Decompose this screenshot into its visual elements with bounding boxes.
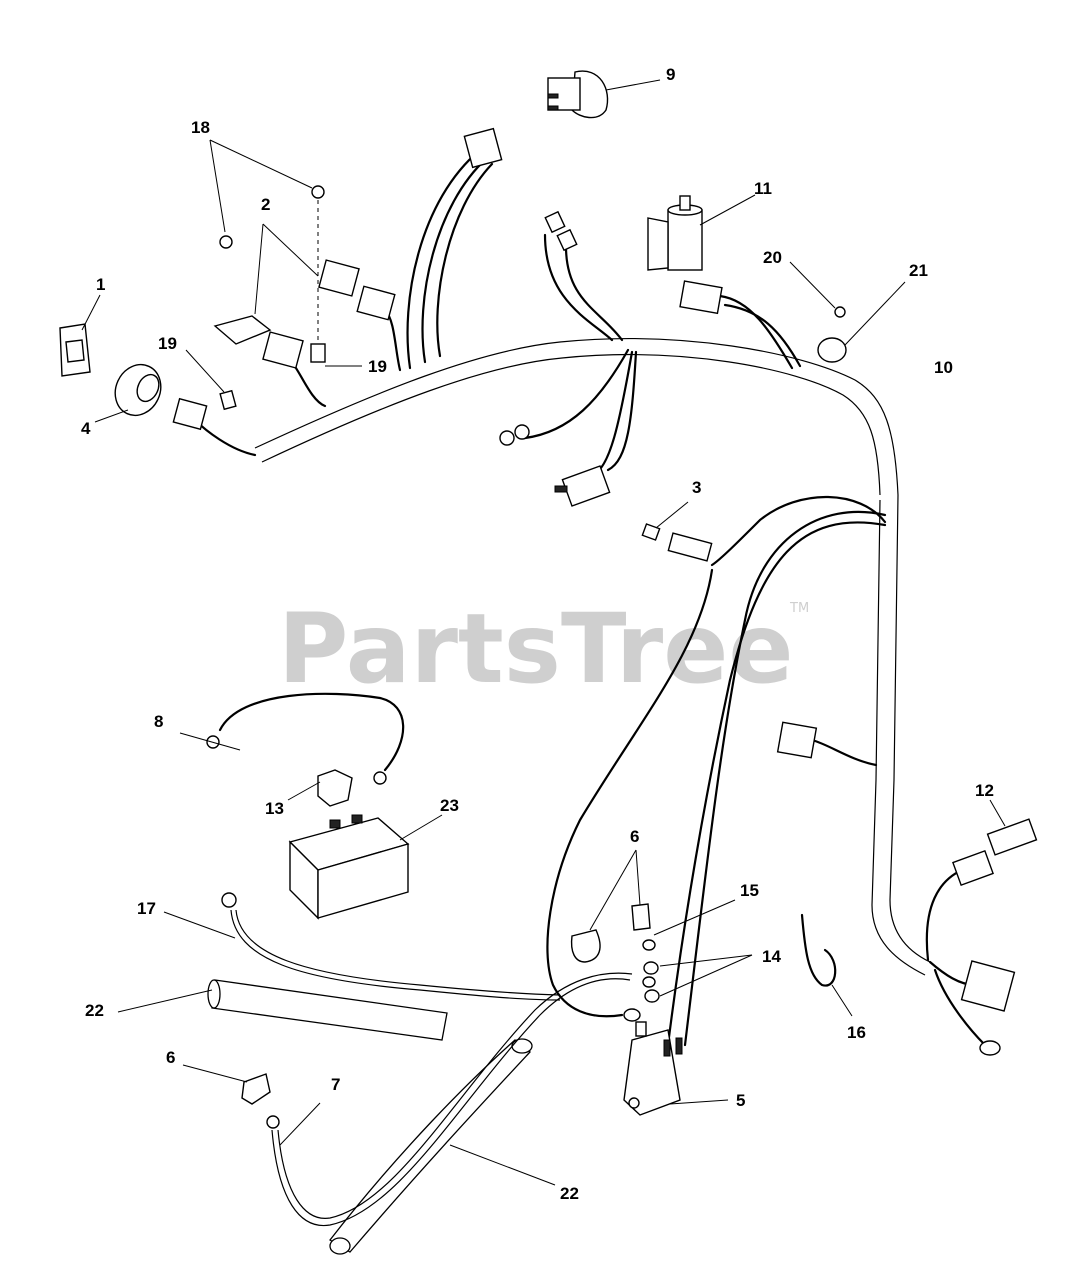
top-connector[interactable] <box>463 127 503 169</box>
part-18-nut[interactable] <box>209 139 325 342</box>
part-4-switch[interactable] <box>94 357 169 423</box>
part-8-cable[interactable] <box>179 692 405 785</box>
part-15-washer[interactable] <box>642 899 736 951</box>
part-6-boot[interactable] <box>182 849 651 1105</box>
callout-22-left: 22 <box>85 1001 104 1020</box>
callout-labels: 9 18 2 11 20 21 1 19 19 10 4 3 8 12 13 2… <box>81 65 994 1203</box>
watermark-trademark: TM <box>789 601 809 616</box>
callout-19-right: 19 <box>368 357 387 376</box>
callout-16: 16 <box>847 1023 866 1042</box>
part-22-tube-long[interactable] <box>329 1038 556 1255</box>
callout-19-left: 19 <box>158 334 177 353</box>
callout-6-bottom: 6 <box>166 1048 175 1067</box>
callout-13: 13 <box>265 799 284 818</box>
connector-11-harness[interactable] <box>679 280 723 315</box>
callout-9: 9 <box>666 65 675 84</box>
connector-4[interactable] <box>172 397 208 431</box>
callout-5: 5 <box>736 1091 745 1110</box>
part-14-washer[interactable] <box>642 954 753 1003</box>
callout-21: 21 <box>909 261 928 280</box>
callout-18: 18 <box>191 118 210 137</box>
callout-23: 23 <box>440 796 459 815</box>
part-13-cap[interactable] <box>287 769 353 807</box>
mid-connector[interactable] <box>776 721 818 759</box>
callout-20: 20 <box>763 248 782 267</box>
callout-8: 8 <box>154 712 163 731</box>
callout-12: 12 <box>975 781 994 800</box>
part-9-switch[interactable] <box>547 70 661 119</box>
part-5-solenoid[interactable] <box>623 1008 729 1116</box>
callout-22-bottom: 22 <box>560 1184 579 1203</box>
part-21-grommet[interactable] <box>817 281 906 363</box>
relay-connector[interactable] <box>554 465 611 507</box>
part-23-battery[interactable] <box>288 814 443 920</box>
part-2-relay[interactable] <box>213 223 396 369</box>
callout-11: 11 <box>754 179 772 198</box>
part-7-cable[interactable] <box>266 972 633 1227</box>
part-20-screw[interactable] <box>789 261 846 318</box>
lower-right-connector[interactable] <box>960 960 1016 1056</box>
part-22-tube[interactable] <box>117 979 448 1041</box>
part-19-screw[interactable] <box>185 343 362 411</box>
callout-15: 15 <box>740 881 759 900</box>
part-1-bracket[interactable] <box>59 294 101 377</box>
callout-7: 7 <box>331 1075 340 1094</box>
part-3-fuse[interactable] <box>641 501 713 562</box>
callout-3: 3 <box>692 478 701 497</box>
spade-connectors[interactable] <box>499 210 578 446</box>
watermark: PartsTree TM <box>278 593 809 705</box>
callout-2: 2 <box>261 195 270 214</box>
callout-4: 4 <box>81 419 91 438</box>
callout-14: 14 <box>762 947 781 966</box>
part-16-clip[interactable] <box>800 913 853 1017</box>
watermark-text: PartsTree <box>278 593 793 705</box>
callout-17: 17 <box>137 899 156 918</box>
part-17-cable[interactable] <box>163 892 561 1001</box>
part-12-connector[interactable] <box>952 799 1038 886</box>
callout-1: 1 <box>96 275 105 294</box>
callout-10: 10 <box>934 358 953 377</box>
callout-6-top: 6 <box>630 827 639 846</box>
part-11-solenoid[interactable] <box>647 194 756 271</box>
